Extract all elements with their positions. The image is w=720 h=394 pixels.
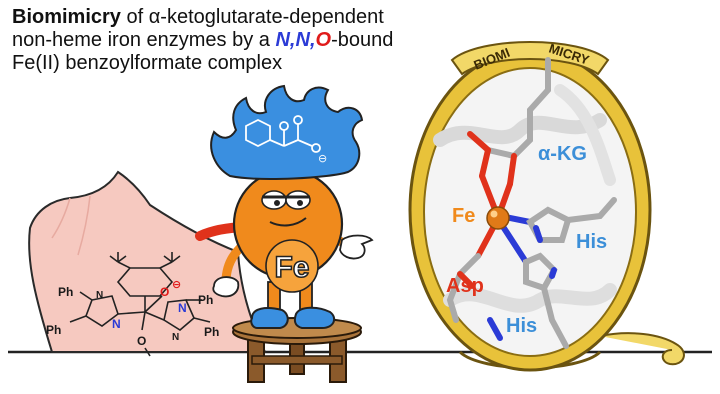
mirror-scroll [599,332,685,366]
label-his-lower: His [506,315,537,337]
n-label-3: N [178,301,187,315]
stool [232,317,362,383]
ph-label-2: Ph [46,323,61,337]
title-line-1: Biomimicry of α-ketoglutarate-dependent [12,6,384,28]
right-shoe [293,306,336,329]
title-line-2: non-heme iron enzymes by a N,N,O-bound [12,29,394,51]
left-eye [261,190,287,210]
spiky-hair [210,84,364,180]
methoxy-o-label: O [137,334,146,348]
imidazole-left [85,295,119,327]
n-label-2: N [96,290,103,301]
right-eye [285,190,311,210]
smirk [269,217,307,227]
label-fe: Fe [452,205,475,227]
fe-badge [265,239,319,293]
mirror: BIOMI MICRY [408,41,685,372]
figure-title: Biomimicry of α-ketoglutarate-dependent … [12,6,452,75]
left-glove [212,276,240,298]
ph-label-3: Ph [198,293,213,307]
tbu-right [163,252,181,263]
ph-label-4: Ph [204,325,219,339]
ph-label-1: Ph [58,285,73,299]
oxygen-label: O [160,285,169,299]
pointing-glove [339,234,374,260]
cape-molecule [69,252,211,357]
cape-folds [51,195,91,256]
n-label-1: N [112,317,121,331]
mirror-labels: α-KG Fe His Asp His [446,143,607,337]
oxygen-charge: ⊖ [172,279,181,291]
imidazole-right [163,299,195,331]
carboxylate-charge: ⊖ [318,153,327,165]
n-label-4: N [172,332,179,343]
label-asp: Asp [446,275,484,297]
fe-badge-label: Fe [274,251,309,284]
label-akg: α-KG [538,143,587,165]
active-site-sticks [446,57,617,349]
hair-molecule [245,118,313,148]
title-line-3: Fe(II) benzoylformate complex [12,52,283,74]
fe-atom [486,206,510,230]
mirror-banner [450,41,610,76]
tbu-left [109,252,127,263]
label-his-upper: His [576,231,607,253]
left-shoe [250,307,289,329]
fe-character: Fe ⊖ [195,84,374,329]
cape-molecule-labels: Ph Ph Ph Ph N N N N O ⊖ O [46,279,219,348]
